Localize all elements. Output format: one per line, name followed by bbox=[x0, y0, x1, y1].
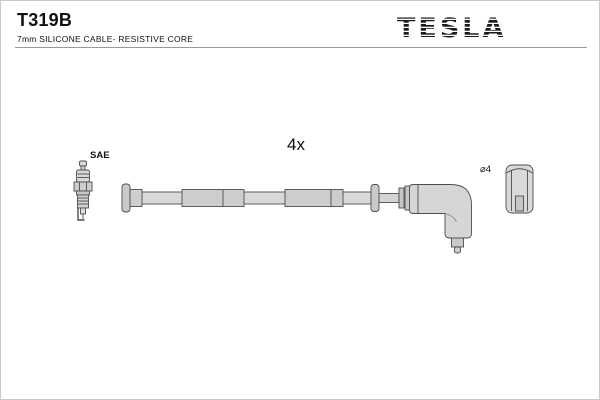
spark-plug-neck bbox=[80, 165, 86, 171]
spark-plug-terminal bbox=[79, 160, 87, 167]
cable-right-flange bbox=[370, 184, 380, 212]
boot-rib-1 bbox=[398, 187, 405, 209]
elbow-boot bbox=[398, 184, 472, 254]
spark-plug-ground-electrode bbox=[77, 208, 85, 221]
part-number: T319B bbox=[17, 10, 73, 30]
ignition-cable bbox=[121, 183, 400, 213]
sleeve-bore bbox=[515, 195, 524, 212]
sae-label: SAE bbox=[90, 150, 110, 161]
cable-left-flange bbox=[121, 183, 131, 213]
cable-left-ferrule bbox=[129, 189, 143, 207]
spark-plug-tip bbox=[80, 207, 86, 215]
spark-plug-thread bbox=[77, 194, 89, 209]
tesla-logo-text: TESLA bbox=[397, 13, 506, 44]
sleeve-body bbox=[505, 164, 534, 214]
boot-terminal-tip bbox=[454, 246, 461, 254]
cable-sleeve-2 bbox=[284, 189, 344, 207]
spark-plug-hex bbox=[73, 181, 93, 192]
protective-sleeve bbox=[505, 164, 534, 214]
spark-plug-gasket bbox=[76, 190, 90, 196]
header-divider bbox=[15, 47, 587, 48]
spark-plug-insulator bbox=[76, 169, 90, 183]
tesla-logo: TESLA bbox=[397, 13, 506, 44]
boot-nipple bbox=[451, 237, 464, 248]
product-subtitle: 7mm SILICONE CABLE- RESISTIVE CORE bbox=[17, 34, 194, 44]
diameter-label: ⌀4 bbox=[480, 164, 492, 175]
cable-rod bbox=[378, 193, 400, 203]
quantity-label: 4x bbox=[287, 135, 305, 154]
boot-body bbox=[409, 184, 472, 239]
cable-sleeve-1 bbox=[181, 189, 245, 207]
spark-plug bbox=[73, 160, 93, 221]
